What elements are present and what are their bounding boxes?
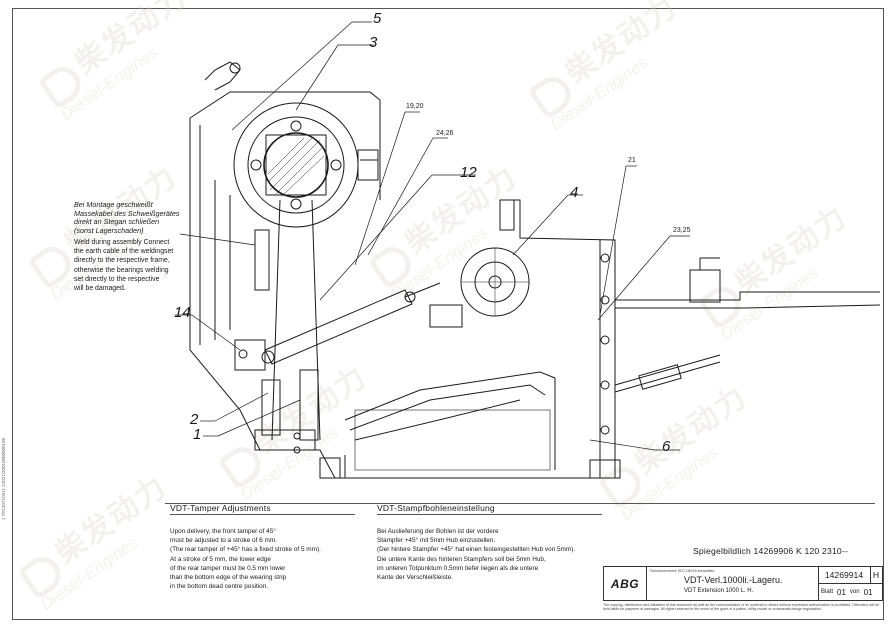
note-title: VDT-Stampfbohleneinstellung — [377, 503, 602, 515]
callout-19-20: 19,20 — [406, 103, 424, 110]
sheet-border — [12, 8, 884, 620]
revision-letter: H — [870, 567, 882, 584]
callout-2: 2 — [190, 411, 199, 428]
callout-12: 12 — [460, 164, 477, 181]
of-value: 01 — [863, 587, 873, 597]
copyright-notice: The copying, distribution and utilizatio… — [603, 603, 880, 612]
note-line: in the bottom dead centre position. — [170, 583, 269, 591]
callout-21: 21 — [628, 157, 636, 164]
tamper-bearing-mid — [247, 116, 345, 214]
tamper-shaft-square — [265, 134, 327, 196]
weld-note-line: Bei Montage geschweißt — [74, 200, 153, 209]
weld-note-line: (sonst Lagerschaden) — [74, 225, 144, 235]
tamper-adjustments-note-en: VDT-Tamper Adjustments Upon delivery, th… — [170, 503, 355, 591]
weld-note-english: Weld during assembly Connect the earth c… — [74, 238, 224, 293]
protection-notice: Schutzvermerk ISO 16016 beachten — [650, 568, 715, 573]
note-line: Die untere Kante des hinteren Stampfers … — [377, 555, 546, 563]
drawing-title-de: VDT-Verl.1000li.-Lageru. — [684, 575, 783, 585]
weld-note-line: Weld during assembly Connect — [74, 239, 170, 246]
company-logo: ABG — [604, 567, 647, 600]
drawing-title-en: VDT Extension 1000 L. H. — [684, 588, 754, 594]
note-line: im unteren Totpunktum 0,5mm tiefer liege… — [377, 564, 539, 572]
notes-divider — [165, 503, 875, 504]
frame-top-edge — [189, 91, 381, 200]
note-title: VDT-Tamper Adjustments — [170, 503, 355, 515]
of-label: von — [849, 589, 860, 595]
note-line: of the rear tamper must be 0.5 mm lower — [170, 564, 286, 572]
title-block: ABG Schutzvermerk ISO 16016 beachten VDT… — [603, 566, 883, 601]
callout-3: 3 — [369, 34, 378, 51]
note-line: (Der hintere Stampfer +45° hat einen fes… — [377, 546, 576, 554]
note-line: Stampfer +45° mit 5mm Hub einzustellen. — [377, 537, 496, 545]
callout-23-25: 23,25 — [673, 227, 691, 234]
sheet-label: Blatt — [821, 589, 834, 595]
weld-note-line: direkt an Stegan schließen — [74, 217, 160, 226]
frame-outline — [189, 118, 616, 479]
screed-plate — [344, 371, 556, 470]
callout-24-26: 24,26 — [436, 130, 454, 137]
tamper-bearing-outer — [233, 102, 359, 228]
sheet-info: Blatt 01 von 01 — [818, 584, 882, 600]
weld-note-german: Bei Montage geschweißt Massekabel des Sc… — [74, 200, 244, 235]
callout-5: 5 — [373, 10, 382, 27]
drawing-number: 14269914 — [818, 567, 871, 584]
callout-6: 6 — [662, 438, 671, 455]
weld-note-line: directly to the respective frame, — [74, 257, 170, 265]
weld-note-line: will be damaged. — [74, 285, 126, 293]
note-line: Kante der Verschleißleiste. — [377, 574, 454, 582]
tamper-adjustments-note-de: VDT-Stampfbohleneinstellung Bei Ausliefe… — [377, 503, 602, 582]
sheet-value: 01 — [837, 587, 846, 597]
note-line: must be adjusted to a stroke of 6 mm. — [170, 537, 277, 545]
callout-14: 14 — [174, 304, 191, 321]
note-line: than the bottom edge of the wearing stri… — [170, 574, 287, 582]
hydraulic-cylinder — [264, 289, 413, 365]
mirror-image-note: Spiegelbildlich 14269906 K 120 2310-- — [693, 546, 849, 556]
note-line: Bei Auslieferung der Bohlen ist der vord… — [377, 528, 499, 535]
weld-note-line: otherwise the bearings welding — [74, 266, 169, 274]
weld-note-line: set directly to the respective — [74, 275, 160, 283]
note-line: (The rear tamper of +45° has a fixed str… — [170, 546, 321, 554]
tamper-bearing-inner — [263, 132, 329, 198]
note-line: Upon delivery, the front tamper of 45° — [170, 528, 276, 535]
title-block-main: Schutzvermerk ISO 16016 beachten VDT-Ver… — [646, 567, 819, 600]
note-line: At a stroke of 5 mm, the lower edge — [170, 555, 271, 563]
side-document-code: 1 TP12071/SH1 12021/20010000000198 — [1, 438, 6, 520]
callout-4: 4 — [570, 184, 579, 201]
callout-1: 1 — [193, 426, 202, 443]
weld-note-line: the earth cable of the weldingset — [74, 248, 174, 256]
weld-note-line: Massekabel des Schweißgerätes — [74, 208, 180, 218]
